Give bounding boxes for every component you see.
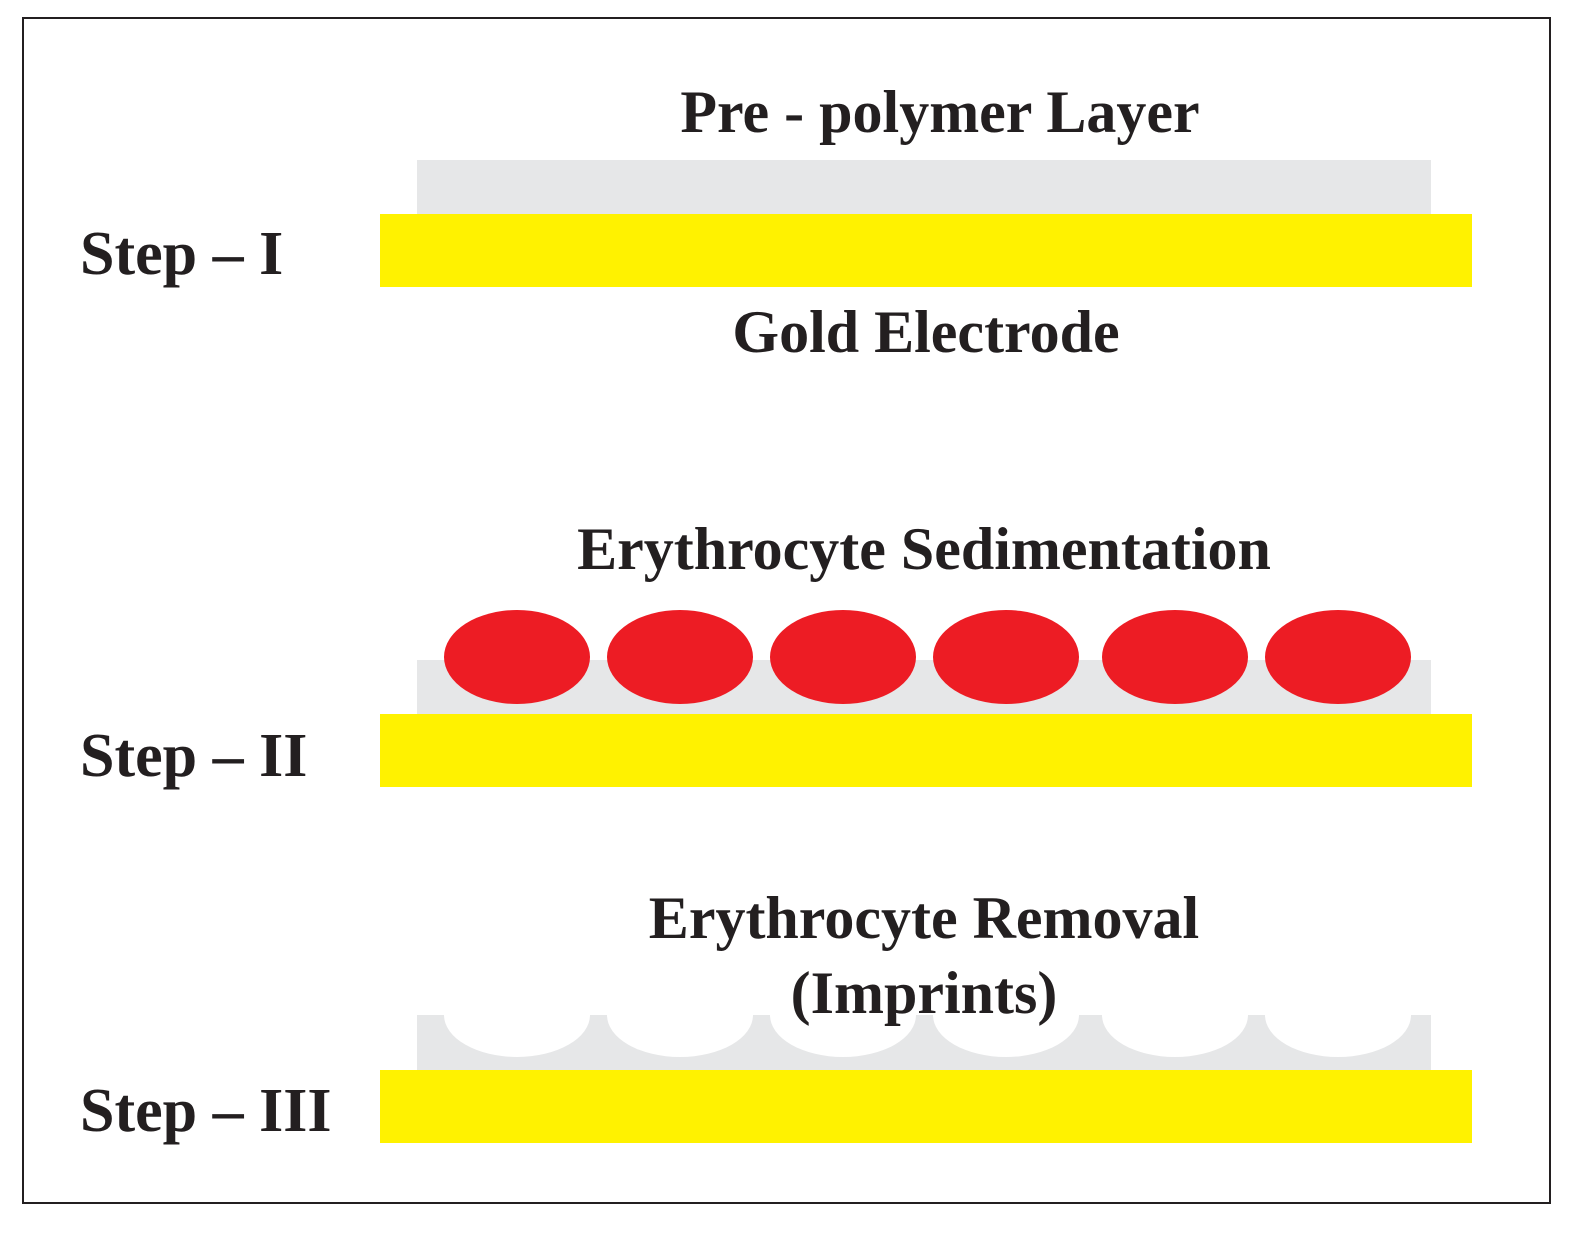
step-3-gold-electrode bbox=[380, 1070, 1472, 1143]
pre-polymer-layer-label: Pre - polymer Layer bbox=[680, 79, 1199, 145]
imprint-cavity bbox=[933, 1015, 1079, 1057]
step-1-group: Pre - polymer Layer Step – I Gold Electr… bbox=[80, 79, 1472, 365]
imprint-cavity bbox=[770, 1015, 916, 1057]
imprint-cavity bbox=[444, 1015, 590, 1057]
step-2-label: Step – II bbox=[80, 722, 307, 790]
erythrocyte-cell bbox=[770, 610, 916, 704]
erythrocyte-cell bbox=[1265, 610, 1411, 704]
step-3-group: Erythrocyte Removal (Imprints) Step – II… bbox=[80, 885, 1472, 1145]
erythrocyte-cell bbox=[933, 610, 1079, 704]
imprint-cavity bbox=[607, 1015, 753, 1057]
gold-electrode-label: Gold Electrode bbox=[732, 299, 1119, 365]
imprint-cavity bbox=[1102, 1015, 1248, 1057]
erythrocyte-cell bbox=[607, 610, 753, 704]
erythrocyte-cells bbox=[444, 610, 1411, 704]
erythrocyte-sedimentation-label: Erythrocyte Sedimentation bbox=[577, 516, 1271, 582]
imprint-cavities bbox=[444, 1015, 1411, 1057]
erythrocyte-removal-label: Erythrocyte Removal bbox=[649, 885, 1199, 951]
imprints-label: (Imprints) bbox=[791, 960, 1058, 1026]
erythrocyte-cell bbox=[1102, 610, 1248, 704]
step-1-gold-electrode bbox=[380, 214, 1472, 287]
step-2-gold-electrode bbox=[380, 714, 1472, 787]
step-1-label: Step – I bbox=[80, 220, 283, 288]
step-1-polymer-layer bbox=[417, 160, 1431, 215]
step-2-group: Erythrocyte Sedimentation Step – II bbox=[80, 516, 1472, 790]
step-3-label: Step – III bbox=[80, 1077, 332, 1145]
imprint-cavity bbox=[1265, 1015, 1411, 1057]
erythrocyte-cell bbox=[444, 610, 590, 704]
